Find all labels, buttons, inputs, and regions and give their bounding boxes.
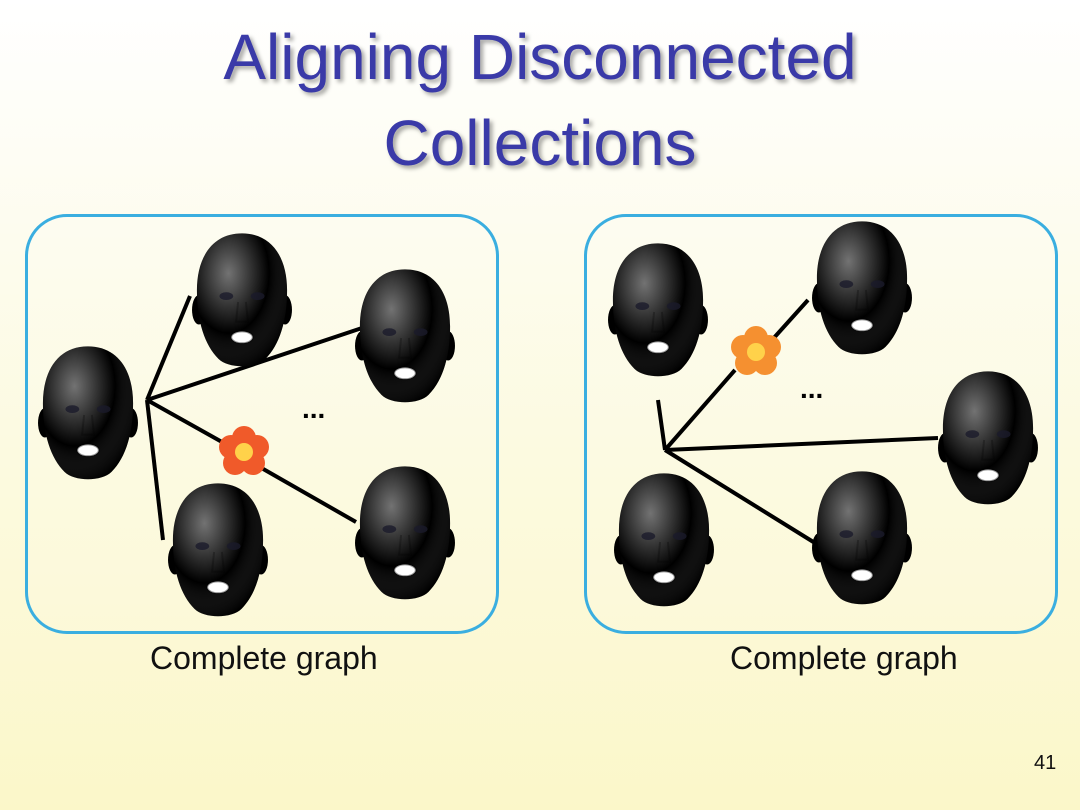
right-top-left-face-icon: .rtl .skin,.rtl .ear{fill:#d7826a} bbox=[607, 242, 709, 378]
left-right-bottom-face-icon: .lrb .skin,.lrb .ear{fill:#a4a8b8} bbox=[354, 465, 456, 601]
slide-title: Aligning Disconnected Collections bbox=[0, 14, 1080, 186]
left-flower-icon bbox=[219, 426, 269, 475]
right-bottom-left-face-icon: .rbl .skin,.rbl .ear{fill:#74a6d6} bbox=[613, 472, 715, 608]
right-top-right-face-icon: .rtr .skin,.rtr .ear{fill:#d8c89a} bbox=[811, 220, 913, 356]
page-number: 41 bbox=[1034, 752, 1057, 774]
right-caption: Complete graph bbox=[730, 640, 958, 676]
left-bottom-face-icon: .lbt .skin,.lbt .ear{fill:#c27a64} bbox=[167, 482, 269, 618]
left-ellipsis: ... bbox=[302, 393, 325, 424]
left-right-top-face-icon: .lrt .skin,.lrt .ear{fill:#d8c796} bbox=[354, 268, 456, 404]
title-line-2: Collections bbox=[383, 107, 697, 179]
right-flower-icon bbox=[731, 326, 781, 375]
left-caption: Complete graph bbox=[150, 640, 378, 676]
right-graph-edges bbox=[656, 298, 939, 545]
left-hub-face-icon: .lhub .skin,.lhub .ear{fill:#3b66d8} bbox=[37, 345, 139, 481]
right-bottom-right-face-icon: .rbr .skin,.rbr .ear{fill:#3d66d8} bbox=[811, 470, 913, 606]
left-top-face-icon: .ltop .skin,.ltop .ear{fill:#6a9ad4} bbox=[191, 232, 293, 368]
right-right-face-icon: .rr .skin,.rr .ear{fill:#a8acbc} bbox=[937, 370, 1039, 506]
right-ellipsis: ... bbox=[800, 373, 823, 404]
title-line-1: Aligning Disconnected bbox=[223, 21, 857, 93]
